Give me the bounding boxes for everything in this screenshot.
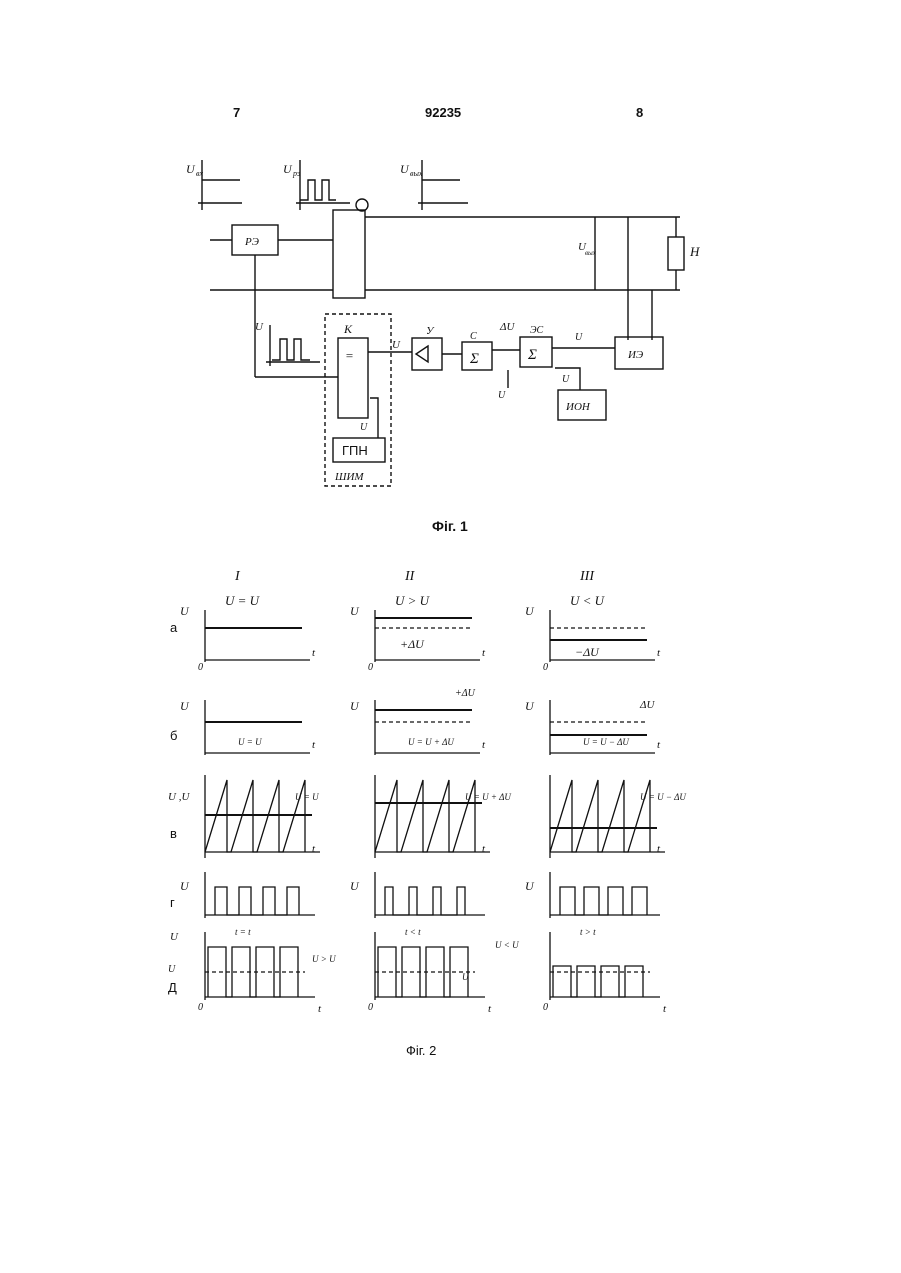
pulse-train-urp <box>553 966 643 997</box>
plus-delta-y: +ΔU <box>455 688 476 699</box>
zero-label: 0 <box>198 1002 203 1013</box>
zero-label: 0 <box>543 662 548 673</box>
zero-label: 0 <box>198 662 203 673</box>
uy-axis-label: U <box>180 699 190 713</box>
zero-label: 0 <box>368 1002 373 1013</box>
sawtooth-ug <box>550 780 650 852</box>
column-title: U > U <box>395 593 431 608</box>
zero-label: 0 <box>543 1002 548 1013</box>
uy-note: U = U − ΔU <box>583 737 629 747</box>
row-label: б <box>170 728 177 743</box>
row-label: Д <box>168 980 177 995</box>
t-label: t <box>657 843 661 855</box>
t-label: t <box>312 739 316 751</box>
pulse-width-note: t > t <box>580 927 596 937</box>
uvyh-label: U <box>462 972 469 982</box>
threshold-note: U = U + ΔU <box>465 792 511 802</box>
threshold-note: U = U <box>295 792 319 802</box>
d2-note: U > U <box>312 954 336 964</box>
t-label: t <box>482 843 486 855</box>
column-title: U < U <box>570 593 606 608</box>
t-label: t <box>657 647 661 659</box>
uy-note: U = U + ΔU <box>408 737 454 747</box>
column-title: U = U <box>225 593 261 608</box>
t-label: t <box>318 1003 322 1015</box>
pulse-width-note: t = t <box>235 927 251 937</box>
row-label: г <box>170 895 175 910</box>
uyug-axis-label: U ,U <box>168 791 190 803</box>
plus-delta-vh: +ΔU <box>400 637 425 651</box>
uvh-axis-label: U <box>180 604 190 618</box>
zero-label: 0 <box>368 662 373 673</box>
d3-note: U < U <box>495 940 519 950</box>
row-label: а <box>170 620 178 635</box>
t-label: t <box>657 739 661 751</box>
uk-axis-label: U <box>350 879 360 893</box>
t-label: t <box>482 647 486 659</box>
uy-note: U = U <box>238 737 262 747</box>
column-numeral: II <box>404 569 416 584</box>
delta-y: ΔU <box>639 699 655 711</box>
uvh-axis-label: U <box>525 604 535 618</box>
uvhn-axis-label: U <box>168 964 176 975</box>
minus-delta-vh: −ΔU <box>575 645 600 659</box>
column-numeral: I <box>234 569 241 584</box>
uy-axis-label: U <box>350 699 360 713</box>
pulse-width-note: t < t <box>405 927 421 937</box>
t-label: t <box>312 647 316 659</box>
uk-axis-label: U <box>180 879 190 893</box>
t-label: t <box>488 1003 492 1015</box>
threshold-note: U = U − ΔU <box>640 792 686 802</box>
pulse-train-uk <box>560 887 647 915</box>
sawtooth-ug <box>375 780 475 852</box>
uk-axis-label: U <box>525 879 535 893</box>
uy-axis-label: U <box>525 699 535 713</box>
row-label: в <box>170 826 177 841</box>
pulse-train-uk <box>215 887 299 915</box>
t-label: t <box>312 843 316 855</box>
t-label: t <box>663 1003 667 1015</box>
urp-axis-label: U <box>170 931 179 943</box>
fig2-caption: Фіг. 2 <box>406 1043 436 1058</box>
t-label: t <box>482 739 486 751</box>
uvh-axis-label: U <box>350 604 360 618</box>
column-numeral: III <box>579 569 595 584</box>
pulse-train-uk <box>385 887 465 915</box>
